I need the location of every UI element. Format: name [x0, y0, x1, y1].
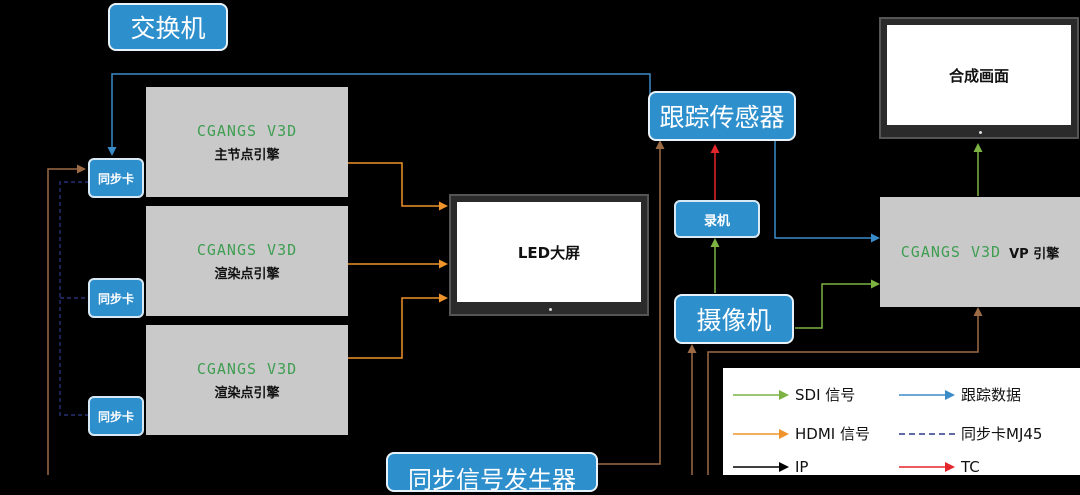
sync-dash-line: [59, 181, 89, 416]
switch-box: 交换机: [108, 3, 228, 51]
sdi-line-camera-vp: [795, 279, 880, 329]
brand-text-render-2: CGANGS V3D: [196, 359, 298, 378]
legend-swatch-sdi: [733, 389, 789, 400]
vp-engine-label: VP 引擎: [1009, 246, 1060, 262]
legend-swatch-tracking: [899, 389, 955, 400]
legend-item-sdi: SDI 信号: [733, 384, 855, 405]
led-screen: LED大屏: [449, 194, 649, 316]
sync-card-render-1: 同步卡: [88, 278, 144, 318]
legend-swatch-tc: [899, 462, 955, 472]
recorder-label: 录机: [703, 213, 730, 229]
connection-lines: [47, 73, 983, 475]
legend-item-tc: TC: [899, 458, 980, 476]
brand-text-render-1: CGANGS V3D: [196, 240, 298, 259]
hdmi-line-main: [348, 162, 448, 211]
ref-line-vp: [707, 307, 983, 475]
legend-swatch-hdmi: [733, 428, 789, 439]
main-engine-label: 主节点引擎: [214, 147, 280, 163]
sync-card-label-2: 同步卡: [97, 291, 134, 306]
camera-box: 摄像机: [674, 294, 794, 344]
hdmi-line-render-2: [348, 293, 448, 359]
legend-swatch-ip: [733, 462, 789, 472]
legend-label-tc: TC: [961, 458, 980, 476]
main-engine-box: CGANGS V3D 主节点引擎: [146, 87, 348, 197]
brand-text-vp: CGANGS V3D: [900, 243, 1002, 261]
recorder-box: 录机: [674, 200, 760, 238]
legend-label-hdmi: HDMI 信号: [795, 425, 870, 443]
tracking-sensor-box: 跟踪传感器: [648, 91, 796, 141]
sync-card-render-2: 同步卡: [88, 396, 144, 436]
sync-generator-box: 同步信号发生器: [386, 452, 598, 494]
legend-swatch-sync-mj45: [899, 432, 955, 435]
legend-item-tracking: 跟踪数据: [899, 384, 1021, 405]
sync-card-main: 同步卡: [88, 158, 144, 198]
tracking-sensor-label: 跟踪传感器: [659, 103, 785, 132]
legend-item-ip: IP: [733, 458, 808, 476]
legend-label-sync-mj45: 同步卡MJ45: [961, 425, 1043, 443]
composite-label: 合成画面: [948, 66, 1009, 85]
sync-card-label-1: 同步卡: [97, 171, 134, 186]
legend-panel: SDI 信号 跟踪数据 HDMI 信号 同步卡MJ45 IP TC: [723, 368, 1080, 476]
led-screen-label: LED大屏: [517, 243, 581, 262]
render-engine-box-1: CGANGS V3D 渲染点引擎: [146, 206, 348, 316]
tracking-line-to-vp: [774, 140, 880, 243]
render-engine-label-2: 渲染点引擎: [214, 385, 280, 401]
vp-engine-box: CGANGS V3D VP 引擎: [880, 197, 1080, 307]
render-engine-box-2: CGANGS V3D 渲染点引擎: [146, 325, 348, 435]
system-diagram: 交换机 跟踪传感器 CGANGS V3D 主节点引擎 CGANGS V3D 渲染…: [47, 3, 1080, 494]
legend-label-ip: IP: [795, 458, 809, 476]
brand-text-main: CGANGS V3D: [196, 121, 298, 140]
ref-line-sensor: [598, 140, 665, 465]
camera-label: 摄像机: [696, 306, 772, 335]
switch-label: 交换机: [130, 14, 206, 43]
sync-generator-label: 同步信号发生器: [408, 466, 576, 494]
legend-item-hdmi: HDMI 信号: [733, 423, 870, 444]
legend-item-sync-mj45: 同步卡MJ45: [899, 423, 1042, 444]
render-engine-label-1: 渲染点引擎: [214, 266, 280, 282]
ref-line-sync-cards: [47, 164, 86, 475]
legend-label-sdi: SDI 信号: [795, 386, 856, 404]
composite-screen: 合成画面: [879, 17, 1079, 139]
legend-label-tracking: 跟踪数据: [961, 386, 1022, 404]
sync-card-label-3: 同步卡: [97, 409, 134, 424]
